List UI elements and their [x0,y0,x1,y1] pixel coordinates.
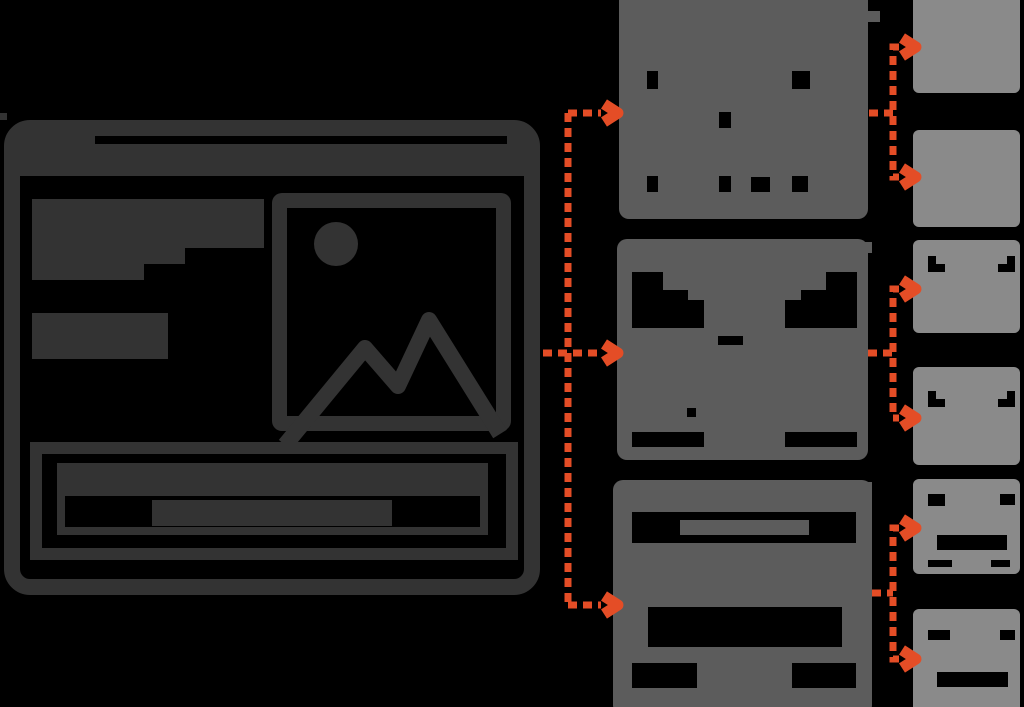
slot [928,560,952,567]
slot [928,630,950,640]
stair-cutout [826,272,857,328]
slot [647,176,658,192]
corner-artifact [0,113,7,120]
section-card-bottom-nub [860,482,872,491]
slot [1000,630,1015,640]
slot [719,176,731,192]
output-card-middle-1 [913,240,1020,333]
text-block-placeholder [32,313,168,359]
corner-mark-left [928,391,945,407]
corner-mark-left [928,256,945,272]
heading-line-2 [32,248,185,264]
arrowhead-section-middle [601,339,624,367]
footer-text-line-2 [152,500,392,526]
browser-frame [4,120,540,595]
slot [647,71,658,89]
bar-cutout [785,432,857,447]
slot [719,112,731,128]
bar-cutout [648,607,842,647]
slot [718,336,743,345]
toolbar-slit [95,136,507,144]
bar-cutout [937,672,1008,687]
stair-cutout [801,290,826,328]
footer-panel-outer [30,442,518,560]
bar-cutout [792,663,856,688]
output-card-top-2 [913,130,1020,227]
slot [991,560,1010,567]
corner-mark-right [998,256,1015,272]
heading-line-1 [32,199,264,248]
arrowhead-section-top [601,99,624,127]
slot [928,494,945,506]
slot [1000,494,1015,505]
stair-cutout [785,300,801,328]
sun-icon [314,222,358,266]
band-inner-bar [680,520,809,535]
heading-line-3 [32,264,144,280]
split-group-1 [889,43,899,181]
bar-cutout [632,663,697,688]
footer-panel-inner [57,463,488,535]
output-card-top-1 [913,0,1020,93]
image-placeholder-frame [272,193,511,431]
slot [687,408,696,417]
stair-cutout [663,290,688,328]
slot [792,71,810,89]
slot [751,177,770,192]
stair-cutout [632,272,663,328]
bar-cutout [937,535,1007,550]
section-card-top [619,0,868,219]
corner-mark-right [998,391,1015,407]
output-card-bottom-2 [913,609,1020,707]
output-card-middle-2 [913,367,1020,465]
split-group-2 [889,285,899,422]
split-group-3 [889,524,899,663]
stair-cutout [688,300,704,328]
footer-text-line-1 [65,471,480,496]
bar-cutout [632,432,704,447]
section-card-top-nub [864,11,880,22]
section-card-middle-nub [861,242,872,253]
slot [792,176,808,192]
